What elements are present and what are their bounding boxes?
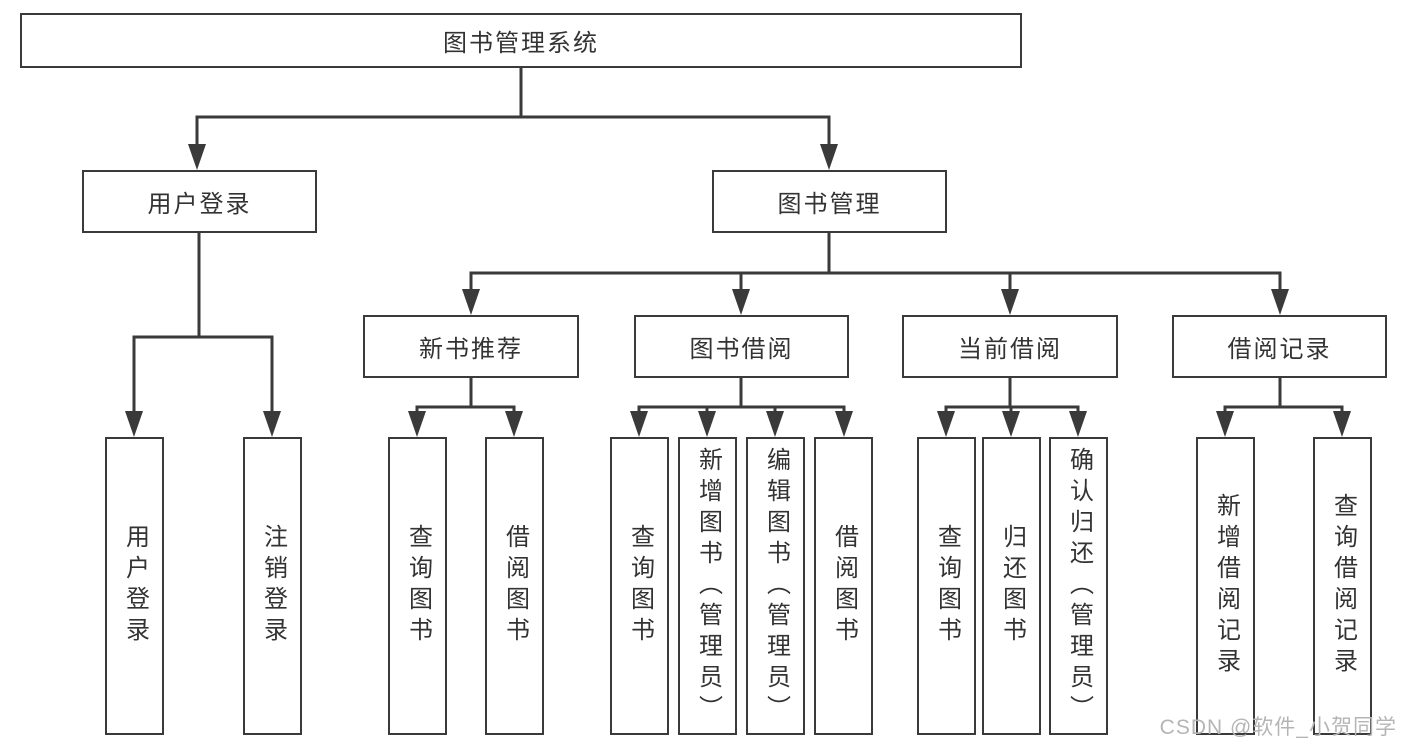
node-current-borrowing: 当前借阅 — [902, 315, 1118, 378]
node-new-book-recommendation-label: 新书推荐 — [419, 336, 523, 363]
leaf-logout: 注销登录 — [243, 437, 302, 735]
leaf-confirm-return-admin: 确认归还（管理员） — [1049, 437, 1108, 735]
node-user-login: 用户登录 — [82, 170, 317, 233]
leaf-query-books-borrowing-label: 查询图书 — [626, 524, 654, 648]
leaf-borrow-books: 借阅图书 — [814, 437, 873, 735]
leaf-edit-books-admin: 编辑图书（管理员） — [746, 437, 805, 735]
node-book-borrowing: 图书借阅 — [634, 315, 849, 378]
node-root-label: 图书管理系统 — [443, 30, 599, 57]
leaf-user-login: 用户登录 — [105, 437, 164, 735]
leaf-add-borrow-record: 新增借阅记录 — [1196, 437, 1255, 735]
leaf-query-borrow-record-label: 查询借阅记录 — [1329, 493, 1357, 679]
leaf-user-login-label: 用户登录 — [121, 524, 149, 648]
leaf-logout-label: 注销登录 — [259, 524, 287, 648]
node-user-login-label: 用户登录 — [147, 191, 252, 218]
leaf-query-borrow-record: 查询借阅记录 — [1313, 437, 1372, 735]
leaf-confirm-return-admin-label: 确认归还（管理员） — [1065, 446, 1093, 726]
leaf-borrow-books-recommend: 借阅图书 — [485, 437, 544, 735]
leaf-query-books-recommend-label: 查询图书 — [404, 524, 432, 648]
leaf-edit-books-admin-label: 编辑图书（管理员） — [762, 446, 790, 726]
leaf-add-borrow-record-label: 新增借阅记录 — [1212, 493, 1240, 679]
node-borrowing-records: 借阅记录 — [1172, 315, 1387, 378]
leaf-borrow-books-label: 借阅图书 — [830, 524, 858, 648]
node-new-book-recommendation: 新书推荐 — [363, 315, 579, 378]
leaf-borrow-books-recommend-label: 借阅图书 — [501, 524, 529, 648]
leaf-query-books-borrowing: 查询图书 — [610, 437, 669, 735]
leaf-query-books-current: 查询图书 — [917, 437, 976, 735]
leaf-return-books: 归还图书 — [982, 437, 1041, 735]
node-root: 图书管理系统 — [20, 13, 1022, 68]
leaf-return-books-label: 归还图书 — [998, 524, 1026, 648]
node-book-borrowing-label: 图书借阅 — [689, 336, 794, 363]
node-borrowing-records-label: 借阅记录 — [1227, 336, 1332, 363]
leaf-add-books-admin-label: 新增图书（管理员） — [694, 446, 722, 726]
leaf-query-books-recommend: 查询图书 — [388, 437, 447, 735]
node-book-management: 图书管理 — [712, 170, 947, 233]
node-book-management-label: 图书管理 — [777, 191, 882, 218]
leaf-query-books-current-label: 查询图书 — [933, 524, 961, 648]
watermark-text: CSDN @软件_小贺同学 — [1159, 716, 1397, 739]
leaf-add-books-admin: 新增图书（管理员） — [678, 437, 737, 735]
node-current-borrowing-label: 当前借阅 — [958, 336, 1062, 363]
arrowhead-icons — [125, 144, 1351, 437]
